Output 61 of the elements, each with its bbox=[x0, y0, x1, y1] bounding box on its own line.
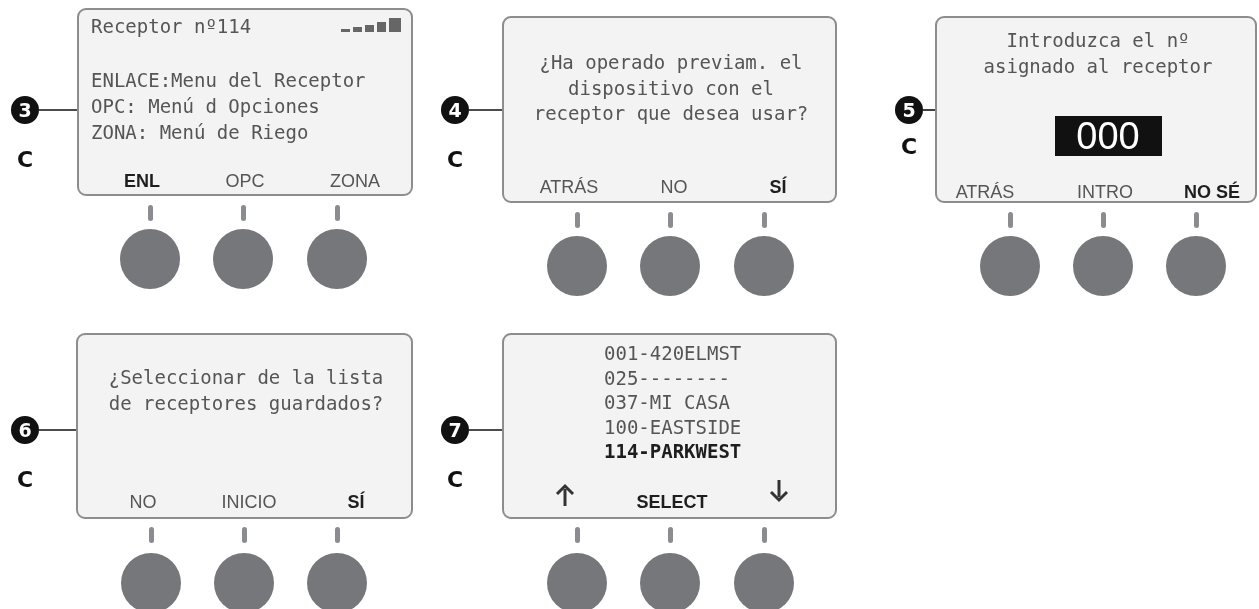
list-item: 037-MI CASA bbox=[604, 390, 730, 415]
push-button bbox=[640, 236, 700, 296]
step-letter: C bbox=[447, 468, 464, 492]
leader-line bbox=[38, 429, 77, 431]
softkey-label: NO bbox=[659, 176, 689, 198]
softkey-label: INICIO bbox=[220, 491, 278, 513]
prompt-text: ¿Ha operado previam. el dispositivo con el receptor que desea usar? bbox=[532, 50, 810, 126]
prompt-text: Introduzca el nº asignado al receptor bbox=[982, 28, 1214, 79]
softkey-label: OPC bbox=[224, 170, 266, 192]
push-button bbox=[547, 236, 607, 296]
push-button bbox=[307, 229, 367, 289]
leader-line bbox=[468, 429, 503, 431]
callout-number: 7 bbox=[441, 416, 469, 444]
callout-number: 3 bbox=[11, 96, 39, 124]
leader-line bbox=[922, 109, 936, 111]
number-entry-field: 000 bbox=[1054, 116, 1162, 156]
push-button bbox=[120, 229, 180, 289]
callout-number: 4 bbox=[441, 96, 469, 124]
push-button bbox=[640, 553, 700, 609]
softkey-label: SÍ bbox=[768, 176, 788, 198]
menu-line: ENLACE:Menu del Receptor bbox=[91, 68, 366, 93]
step-letter: C bbox=[17, 148, 34, 172]
lcd-screen bbox=[502, 16, 837, 203]
list-item: 025-------- bbox=[604, 365, 730, 391]
leader-line bbox=[38, 109, 78, 111]
softkey-label: ATRÁS bbox=[538, 176, 600, 198]
list-item: 100-EASTSIDE bbox=[604, 414, 742, 440]
lcd-screen bbox=[502, 333, 837, 519]
softkey-label: SELECT bbox=[635, 491, 709, 513]
softkey-label: SÍ bbox=[346, 491, 366, 513]
lcd-screen bbox=[935, 16, 1257, 203]
softkey-label: ZONA bbox=[329, 170, 381, 192]
push-button bbox=[307, 553, 367, 609]
callout-number: 5 bbox=[895, 96, 923, 124]
leader-line bbox=[468, 109, 503, 111]
step-letter: C bbox=[901, 135, 918, 159]
push-button bbox=[1073, 236, 1133, 296]
softkey-label: INTRO bbox=[1076, 181, 1134, 203]
push-button bbox=[214, 553, 274, 609]
callout-number: 6 bbox=[11, 416, 39, 444]
menu-line: ZONA: Menú de Riego bbox=[91, 120, 309, 145]
push-button bbox=[980, 236, 1040, 296]
list-item: 114-PARKWEST bbox=[604, 439, 742, 464]
push-button bbox=[734, 553, 794, 609]
softkey-label: NO bbox=[128, 491, 158, 513]
softkey-label: NO SÉ bbox=[1183, 181, 1241, 203]
lcd-screen bbox=[76, 333, 413, 519]
push-button bbox=[213, 229, 273, 289]
push-button bbox=[734, 236, 794, 296]
softkey-label: ATRÁS bbox=[954, 181, 1016, 203]
prompt-text: ¿Seleccionar de la lista de receptores guardados? bbox=[107, 365, 385, 416]
lcd-screen bbox=[77, 8, 413, 196]
status-line: Receptor nº114 bbox=[91, 14, 252, 39]
list-item: 001-420ELMST bbox=[604, 341, 742, 366]
softkey-label: ENL bbox=[123, 170, 161, 192]
push-button bbox=[1166, 236, 1226, 296]
step-letter: C bbox=[17, 468, 34, 492]
push-button bbox=[121, 553, 181, 609]
menu-line: OPC: Menú d Opciones bbox=[91, 94, 320, 119]
step-letter: C bbox=[447, 148, 464, 172]
push-button bbox=[547, 553, 607, 609]
